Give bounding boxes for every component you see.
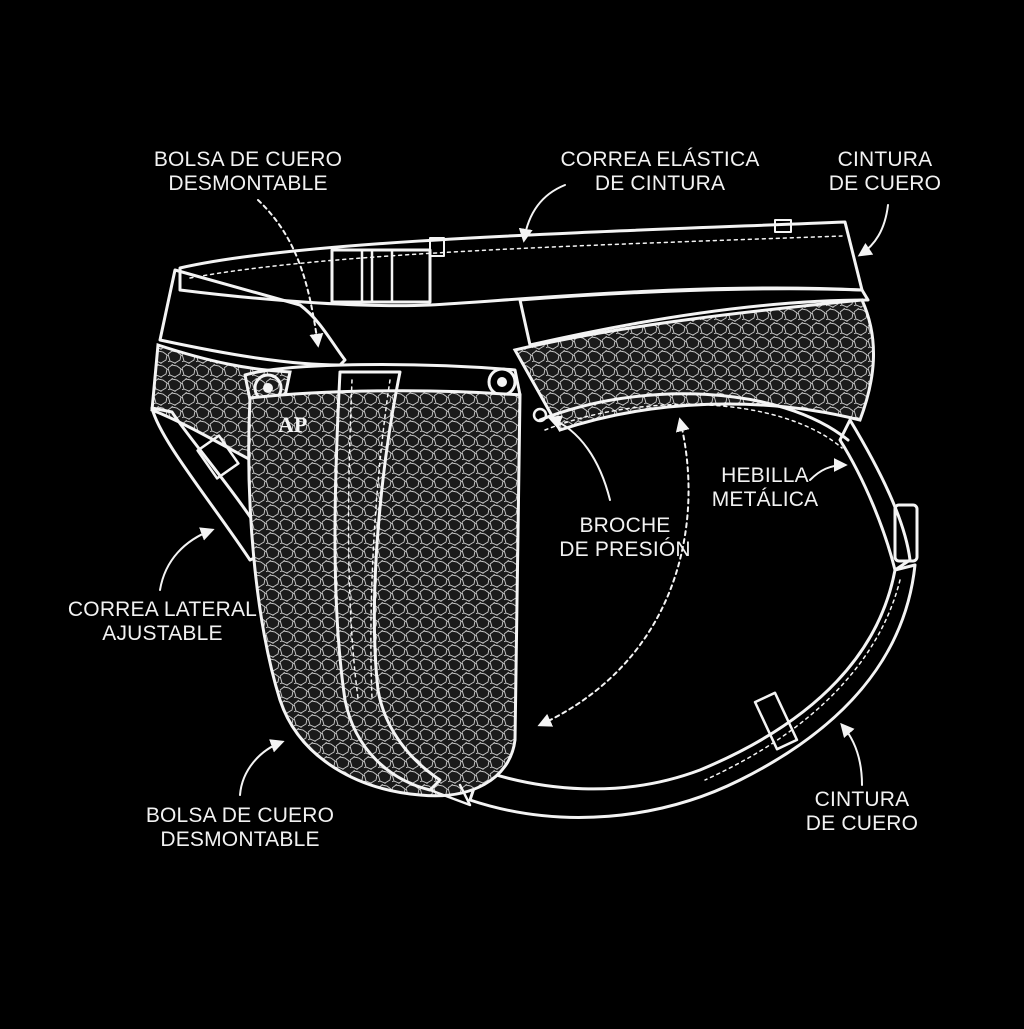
label-cintura-top: CINTURA DE CUERO [820, 148, 950, 196]
label-line: DE CINTURA [594, 172, 726, 195]
label-line: BOLSA DE CUERO [153, 148, 343, 171]
label-line: CORREA ELÁSTICA [560, 148, 760, 171]
label-correa-lateral: CORREA LATERAL AJUSTABLE [60, 598, 265, 646]
arrow-cintura-bottom [840, 722, 863, 786]
label-line: HEBILLA [721, 464, 809, 487]
waistband-back [178, 220, 864, 308]
right-side-strap [838, 418, 912, 572]
label-line: CORREA LATERAL [67, 598, 258, 621]
arrow-correa-lateral [159, 527, 215, 591]
arrow-bolsa-top [257, 199, 324, 348]
arrow-cintura-top [857, 204, 889, 257]
label-line: BOLSA DE CUERO [145, 804, 335, 827]
arrow-correa-elastica [518, 184, 566, 243]
label-line: DE CUERO [828, 172, 942, 195]
label-line: DESMONTABLE [160, 828, 320, 851]
label-line: BROCHE [579, 514, 671, 537]
label-correa-elastica: CORREA ELÁSTICA DE CINTURA [555, 148, 765, 196]
elastic-strap-buckle [330, 248, 432, 304]
brand-logo: AP [278, 412, 307, 437]
label-line: AJUSTABLE [102, 622, 223, 645]
right-side-panel [512, 298, 875, 432]
label-line: METÁLICA [711, 488, 819, 511]
metal-buckle [893, 503, 919, 563]
label-cintura-bottom: CINTURA DE CUERO [797, 788, 927, 836]
arrow-broche-dashed [537, 417, 690, 727]
label-line: DESMONTABLE [168, 172, 328, 195]
arrow-hebilla [809, 458, 848, 481]
label-hebilla: HEBILLA METÁLICA [700, 464, 830, 512]
arrow-bolsa-bottom [239, 739, 285, 796]
label-line: CINTURA [814, 788, 910, 811]
label-line: DE PRESIÓN [559, 538, 691, 561]
label-line: DE CUERO [805, 812, 919, 835]
detachable-pouch [247, 389, 522, 798]
label-line: CINTURA [837, 148, 933, 171]
label-bolsa-top: BOLSA DE CUERO DESMONTABLE [148, 148, 348, 196]
waistband-front [158, 268, 347, 367]
label-bolsa-bottom: BOLSA DE CUERO DESMONTABLE [140, 804, 340, 852]
label-broche: BROCHE DE PRESIÓN [555, 514, 695, 562]
bottom-rear-strap [468, 563, 917, 819]
